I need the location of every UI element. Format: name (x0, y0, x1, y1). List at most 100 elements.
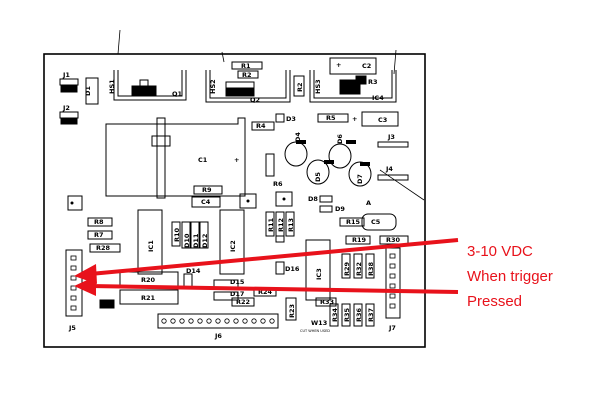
resistor-r4 (251, 121, 275, 131)
heatsink-hs1 (113, 70, 187, 101)
lead-line (393, 49, 397, 75)
diode-d4 (284, 141, 308, 167)
board-outline (43, 53, 426, 348)
diode-d9 (319, 205, 333, 213)
connector-pin (70, 295, 77, 301)
resistor-r38 (365, 253, 375, 279)
diode-d10 (181, 221, 191, 249)
arrow-lower-line (89, 284, 459, 294)
label-r36: R36 (355, 307, 363, 322)
label-r4: R4 (256, 122, 266, 130)
label-d9: D9 (335, 205, 345, 213)
connector-pin (260, 318, 266, 324)
capacitor-c2 (329, 57, 377, 75)
label-d16: D16 (285, 265, 300, 273)
label-r9: R9 (202, 186, 212, 194)
label-d6: D6 (336, 134, 344, 144)
ic2-package (219, 209, 245, 275)
c1-clip (151, 135, 171, 147)
component-labels: J1 J2 D1 HS1 Q1 HS2 R1 R2 Q2 R2 HS3 C2 +… (62, 61, 401, 340)
label-j4: J4 (385, 165, 393, 173)
label-c5: C5 (371, 218, 381, 226)
resistor-r10 (171, 221, 181, 247)
diode-d1 (85, 77, 99, 105)
connector-pin (224, 318, 230, 324)
label-ic1: IC1 (147, 240, 155, 252)
diode-d12 (199, 221, 209, 249)
diode-d17 (213, 291, 239, 301)
annotation-arrows (74, 238, 459, 296)
capacitor-c5 (361, 213, 397, 231)
label-d11: D11 (192, 233, 200, 248)
resistor-r5 (317, 113, 349, 123)
resistor-r8 (87, 217, 113, 227)
label-c1-plus: + (234, 156, 239, 164)
label-r23: R23 (288, 304, 296, 318)
label-r24: R24 (258, 288, 273, 296)
connector-pin (233, 318, 239, 324)
label-r2-top: R2 (242, 71, 252, 79)
connector-pins (70, 253, 396, 324)
label-r6: R6 (273, 180, 283, 188)
connector-pin (389, 303, 396, 309)
label-d12: D12 (201, 234, 209, 248)
label-j5: J5 (68, 324, 76, 332)
label-r12: R12 (277, 218, 285, 232)
label-d4: D4 (294, 132, 302, 142)
label-r38: R38 (367, 261, 375, 276)
diode-d3-body (275, 113, 285, 123)
resistor-r21 (119, 289, 179, 305)
label-d5: D5 (314, 172, 322, 182)
resistor-r13 (285, 211, 295, 237)
label-r1: R1 (241, 62, 251, 70)
heatsink-hs3 (309, 70, 397, 103)
connector-pin (389, 293, 396, 299)
label-r5: R5 (326, 114, 336, 122)
lead-line (117, 29, 121, 55)
connector-pin (206, 318, 212, 324)
label-c4: C4 (201, 198, 211, 206)
diode-d11 (190, 221, 200, 249)
connector-pin (251, 318, 257, 324)
label-j6: J6 (214, 332, 222, 340)
label-r37: R37 (367, 308, 375, 322)
label-d8: D8 (308, 195, 318, 203)
annotation-line-3: Pressed (467, 293, 522, 310)
label-q2: Q2 (250, 96, 260, 104)
label-d15: D15 (230, 278, 245, 286)
label-hs3: HS3 (314, 79, 322, 94)
connector-j6 (157, 313, 279, 329)
resistor-r28 (89, 243, 121, 253)
resistor-r1 (231, 61, 263, 70)
pad-left-top (67, 195, 83, 211)
connector-j3 (377, 141, 409, 148)
connector-pin (389, 263, 396, 269)
connector-pin (70, 275, 77, 281)
label-r13: R13 (287, 218, 295, 232)
resistor-r35 (341, 303, 351, 327)
label-d17: D17 (230, 290, 244, 298)
label-d14: D14 (186, 267, 201, 275)
connector-pin (389, 283, 396, 289)
label-r29: R29 (343, 261, 351, 276)
label-c2: C2 (362, 62, 371, 70)
resistor-r2 (293, 75, 305, 97)
label-d10: D10 (183, 233, 191, 248)
resistor-r22 (231, 297, 255, 307)
label-j1: J1 (62, 71, 70, 79)
connector-pin (269, 318, 275, 324)
pad-mid-right (275, 191, 293, 207)
label-q1: Q1 (172, 90, 183, 98)
capacitor-c4 (191, 196, 221, 208)
ic3-package (305, 239, 331, 301)
label-a-right: A (366, 199, 371, 207)
label-j2: J2 (62, 104, 70, 112)
label-d3: D3 (286, 115, 296, 123)
resistor-r36 (353, 303, 363, 327)
pad-j5-foot (99, 299, 115, 309)
resistor-r29 (341, 253, 351, 279)
transistor-q2 (225, 87, 255, 97)
resistor-r9 (193, 185, 223, 195)
label-ic2: IC2 (229, 240, 237, 252)
